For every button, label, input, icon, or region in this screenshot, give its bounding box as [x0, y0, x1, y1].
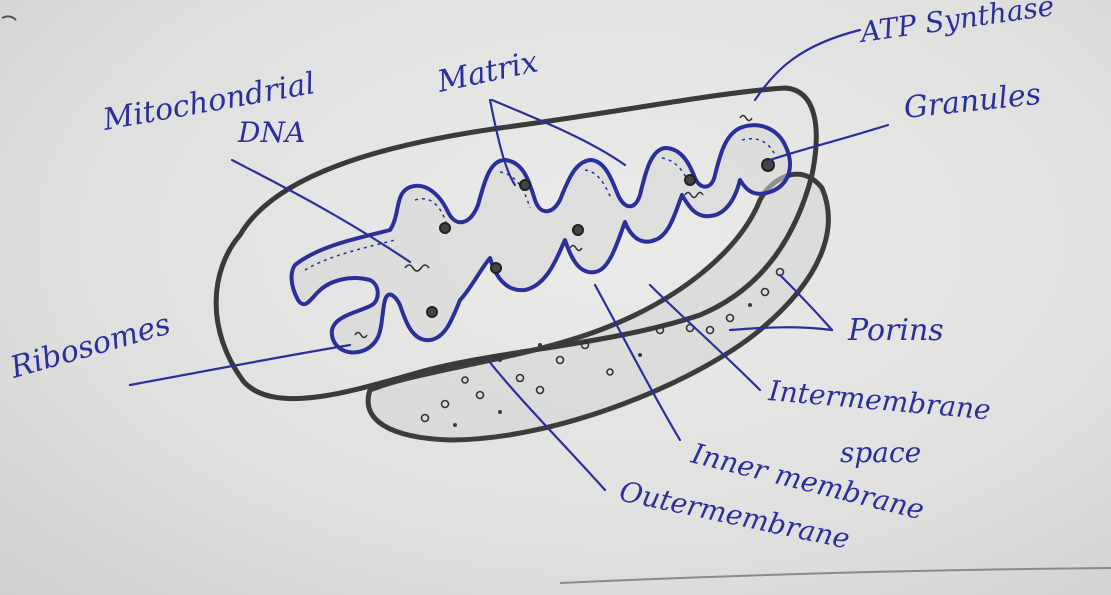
dot: [628, 316, 632, 320]
dot: [598, 328, 602, 332]
paper-corner-mark: [2, 16, 16, 20]
paper-ruled-line: [560, 568, 1111, 583]
granule-dot: [491, 263, 501, 273]
granule-dot: [440, 223, 450, 233]
label-matrix: Matrix: [433, 44, 541, 100]
label-porins: Porins: [847, 313, 944, 348]
label-atp-synthase: ATP Synthase: [855, 0, 1056, 49]
leader-matrix-2: [492, 100, 625, 165]
leader-granules: [770, 125, 888, 160]
granule-dot: [685, 175, 695, 185]
label-intermembrane-line2: space: [840, 436, 921, 469]
dot: [638, 353, 642, 357]
dot: [748, 303, 752, 307]
dot: [453, 423, 457, 427]
granule-dot: [427, 307, 437, 317]
ribosome-squiggle: [740, 116, 752, 121]
dot: [498, 410, 502, 414]
granule-dot: [520, 180, 530, 190]
label-ribosomes: Ribosomes: [6, 307, 175, 386]
granule-dot: [573, 225, 583, 235]
label-intermembrane-line1: Intermembrane: [766, 374, 992, 426]
granule-dot: [762, 159, 774, 171]
dot: [538, 343, 542, 347]
dot: [498, 358, 502, 362]
label-mitochondrial-dna-line2: DNA: [237, 116, 305, 149]
label-granules: Granules: [902, 77, 1042, 126]
